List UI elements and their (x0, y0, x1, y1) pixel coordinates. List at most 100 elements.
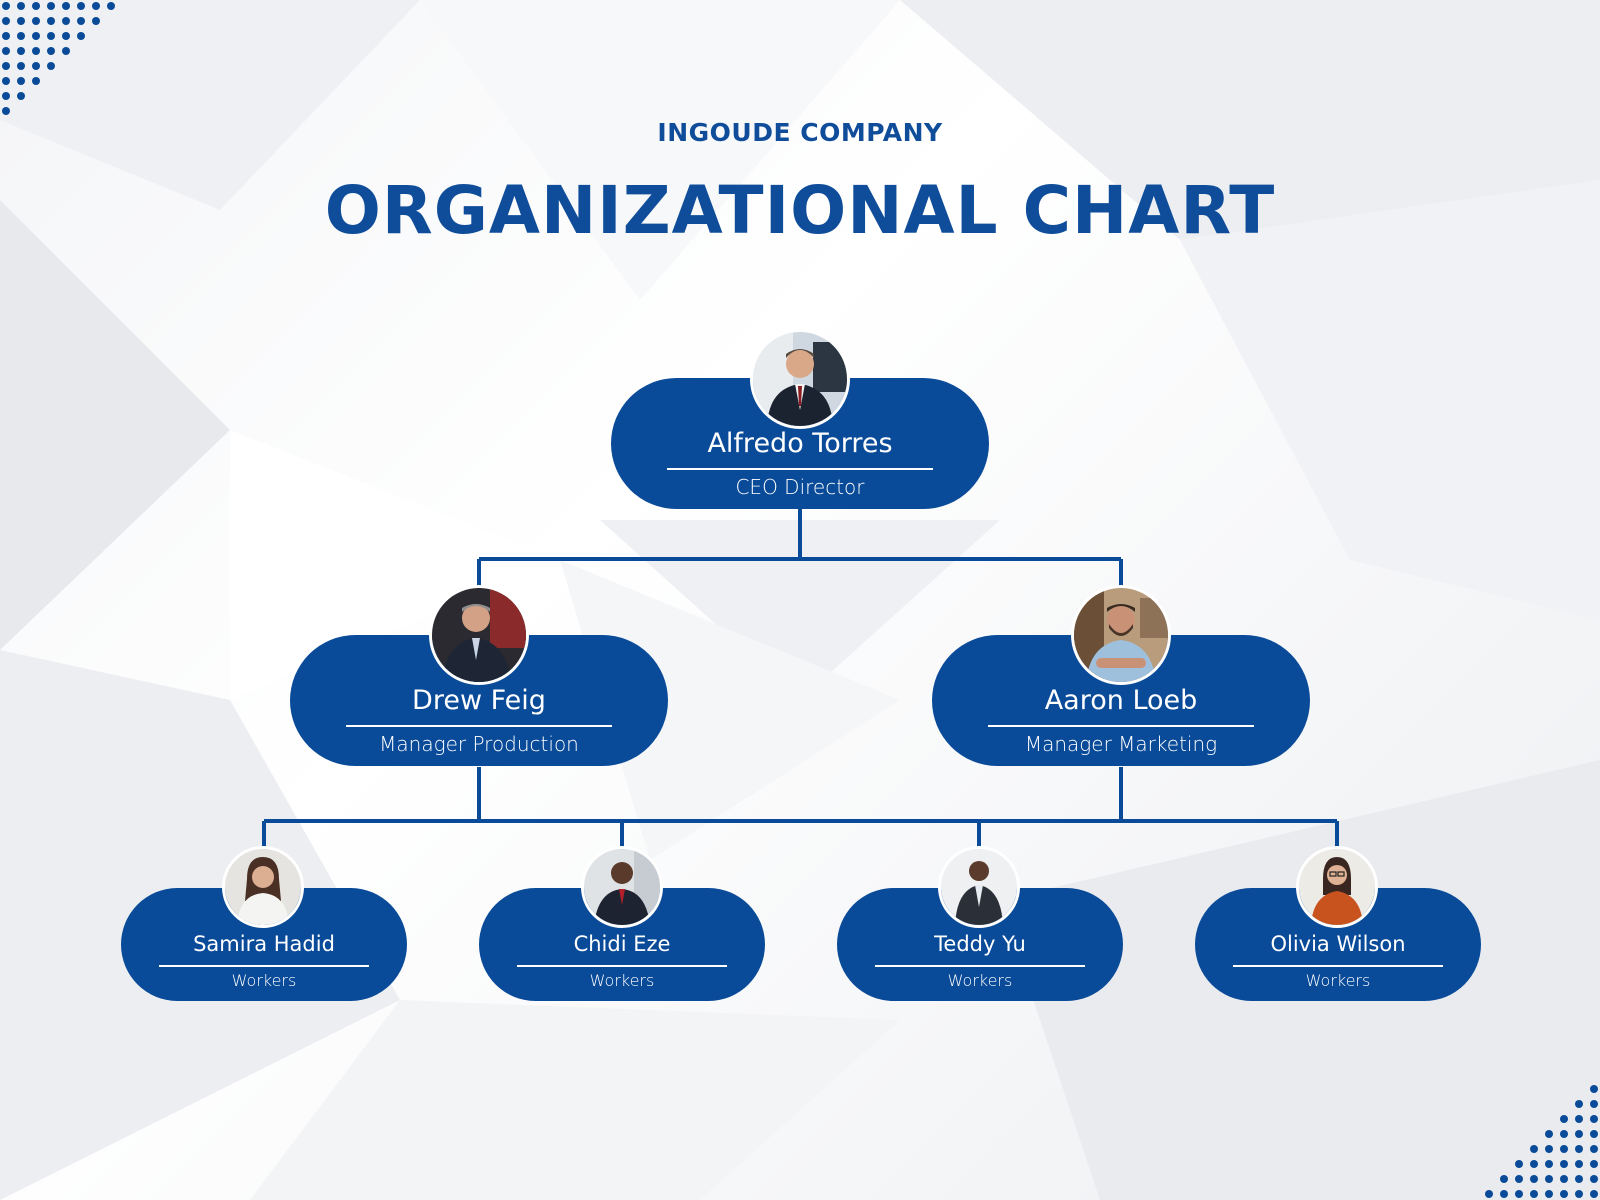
decor-dot (1530, 1190, 1538, 1198)
decor-dot (1500, 1190, 1508, 1198)
node-role: Manager Production (379, 732, 579, 756)
decor-dot (47, 2, 55, 10)
decor-dot (62, 17, 70, 25)
decor-dot (1545, 1175, 1553, 1183)
avatar-aaron-loeb (1071, 585, 1171, 685)
node-divider (1233, 965, 1443, 967)
decor-dot (1560, 1115, 1568, 1123)
node-divider (159, 965, 369, 967)
decor-dot (1545, 1160, 1553, 1168)
decor-dot (32, 47, 40, 55)
page-title: ORGANIZATIONAL CHART (324, 172, 1276, 249)
decor-dot (1590, 1085, 1598, 1093)
decor-dot (32, 62, 40, 70)
node-role: CEO Director (735, 475, 865, 499)
decor-dot (17, 17, 25, 25)
company-name: INGOUDE COMPANY (657, 118, 943, 147)
node-worker-samira-hadid[interactable]: Samira Hadid Workers (121, 888, 407, 1001)
decor-dot (32, 17, 40, 25)
decor-dot (77, 2, 85, 10)
node-name: Aaron Loeb (1044, 685, 1198, 716)
decor-dot (1530, 1145, 1538, 1153)
decor-dot (1575, 1115, 1583, 1123)
decor-dot (1575, 1160, 1583, 1168)
decor-dot (1560, 1175, 1568, 1183)
decor-dot (17, 47, 25, 55)
decor-dot (1545, 1130, 1553, 1138)
decor-dot (92, 2, 100, 10)
decor-dot (2, 32, 10, 40)
decor-dot (1590, 1190, 1598, 1198)
node-name: Drew Feig (412, 685, 546, 716)
decor-dot (1485, 1190, 1493, 1198)
node-divider (667, 468, 933, 470)
decor-dot (1590, 1115, 1598, 1123)
decor-dot (1560, 1145, 1568, 1153)
avatar-olivia-wilson (1296, 846, 1378, 928)
decor-dot (1560, 1130, 1568, 1138)
decor-dot (77, 32, 85, 40)
decor-dot (1590, 1130, 1598, 1138)
decor-dot (47, 32, 55, 40)
decor-dot (17, 92, 25, 100)
decor-dot (32, 2, 40, 10)
corner-dots-top-left (2, 2, 115, 115)
node-divider (517, 965, 727, 967)
decor-dot (2, 92, 10, 100)
decor-dot (1530, 1175, 1538, 1183)
decor-dot (1575, 1190, 1583, 1198)
avatar-alfredo-torres (750, 329, 850, 429)
decor-dot (17, 77, 25, 85)
decor-dot (47, 62, 55, 70)
decor-dot (1590, 1100, 1598, 1108)
decor-dot (17, 62, 25, 70)
decor-dot (1575, 1130, 1583, 1138)
decor-dot (1560, 1160, 1568, 1168)
node-role: Workers (231, 971, 297, 990)
node-name: Olivia Wilson (1270, 932, 1406, 956)
decor-dot (92, 17, 100, 25)
decor-dot (2, 107, 10, 115)
avatar-samira-hadid (222, 846, 304, 928)
decor-dot (17, 32, 25, 40)
decor-dot (1575, 1100, 1583, 1108)
node-role: Workers (947, 971, 1013, 990)
node-name: Alfredo Torres (707, 428, 893, 459)
decor-dot (1515, 1190, 1523, 1198)
node-manager-drew-feig[interactable]: Drew Feig Manager Production (290, 635, 668, 766)
decor-dot (1590, 1160, 1598, 1168)
decor-dot (1575, 1145, 1583, 1153)
decor-dot (1590, 1175, 1598, 1183)
node-name: Teddy Yu (934, 932, 1026, 956)
node-divider (988, 725, 1254, 727)
decor-dot (1500, 1175, 1508, 1183)
decor-dot (2, 17, 10, 25)
decor-dot (47, 47, 55, 55)
decor-dot (1530, 1160, 1538, 1168)
node-role: Workers (1305, 971, 1371, 990)
decor-dot (2, 77, 10, 85)
corner-dots-bottom-right (1485, 1085, 1598, 1198)
decor-dot (1515, 1160, 1523, 1168)
decor-dot (17, 2, 25, 10)
avatar-chidi-eze (581, 846, 663, 928)
decor-dot (77, 17, 85, 25)
node-name: Samira Hadid (193, 932, 335, 956)
decor-dot (1590, 1145, 1598, 1153)
decor-dot (62, 2, 70, 10)
decor-dot (2, 47, 10, 55)
decor-dot (1545, 1145, 1553, 1153)
node-divider (346, 725, 612, 727)
node-role: Manager Marketing (1024, 732, 1218, 756)
node-name: Chidi Eze (573, 932, 671, 956)
avatar-drew-feig (429, 585, 529, 685)
decor-dot (1560, 1190, 1568, 1198)
decor-dot (32, 32, 40, 40)
decor-dot (1575, 1175, 1583, 1183)
decor-dot (2, 62, 10, 70)
decor-dot (62, 47, 70, 55)
decor-dot (2, 2, 10, 10)
decor-dot (47, 17, 55, 25)
node-divider (875, 965, 1085, 967)
